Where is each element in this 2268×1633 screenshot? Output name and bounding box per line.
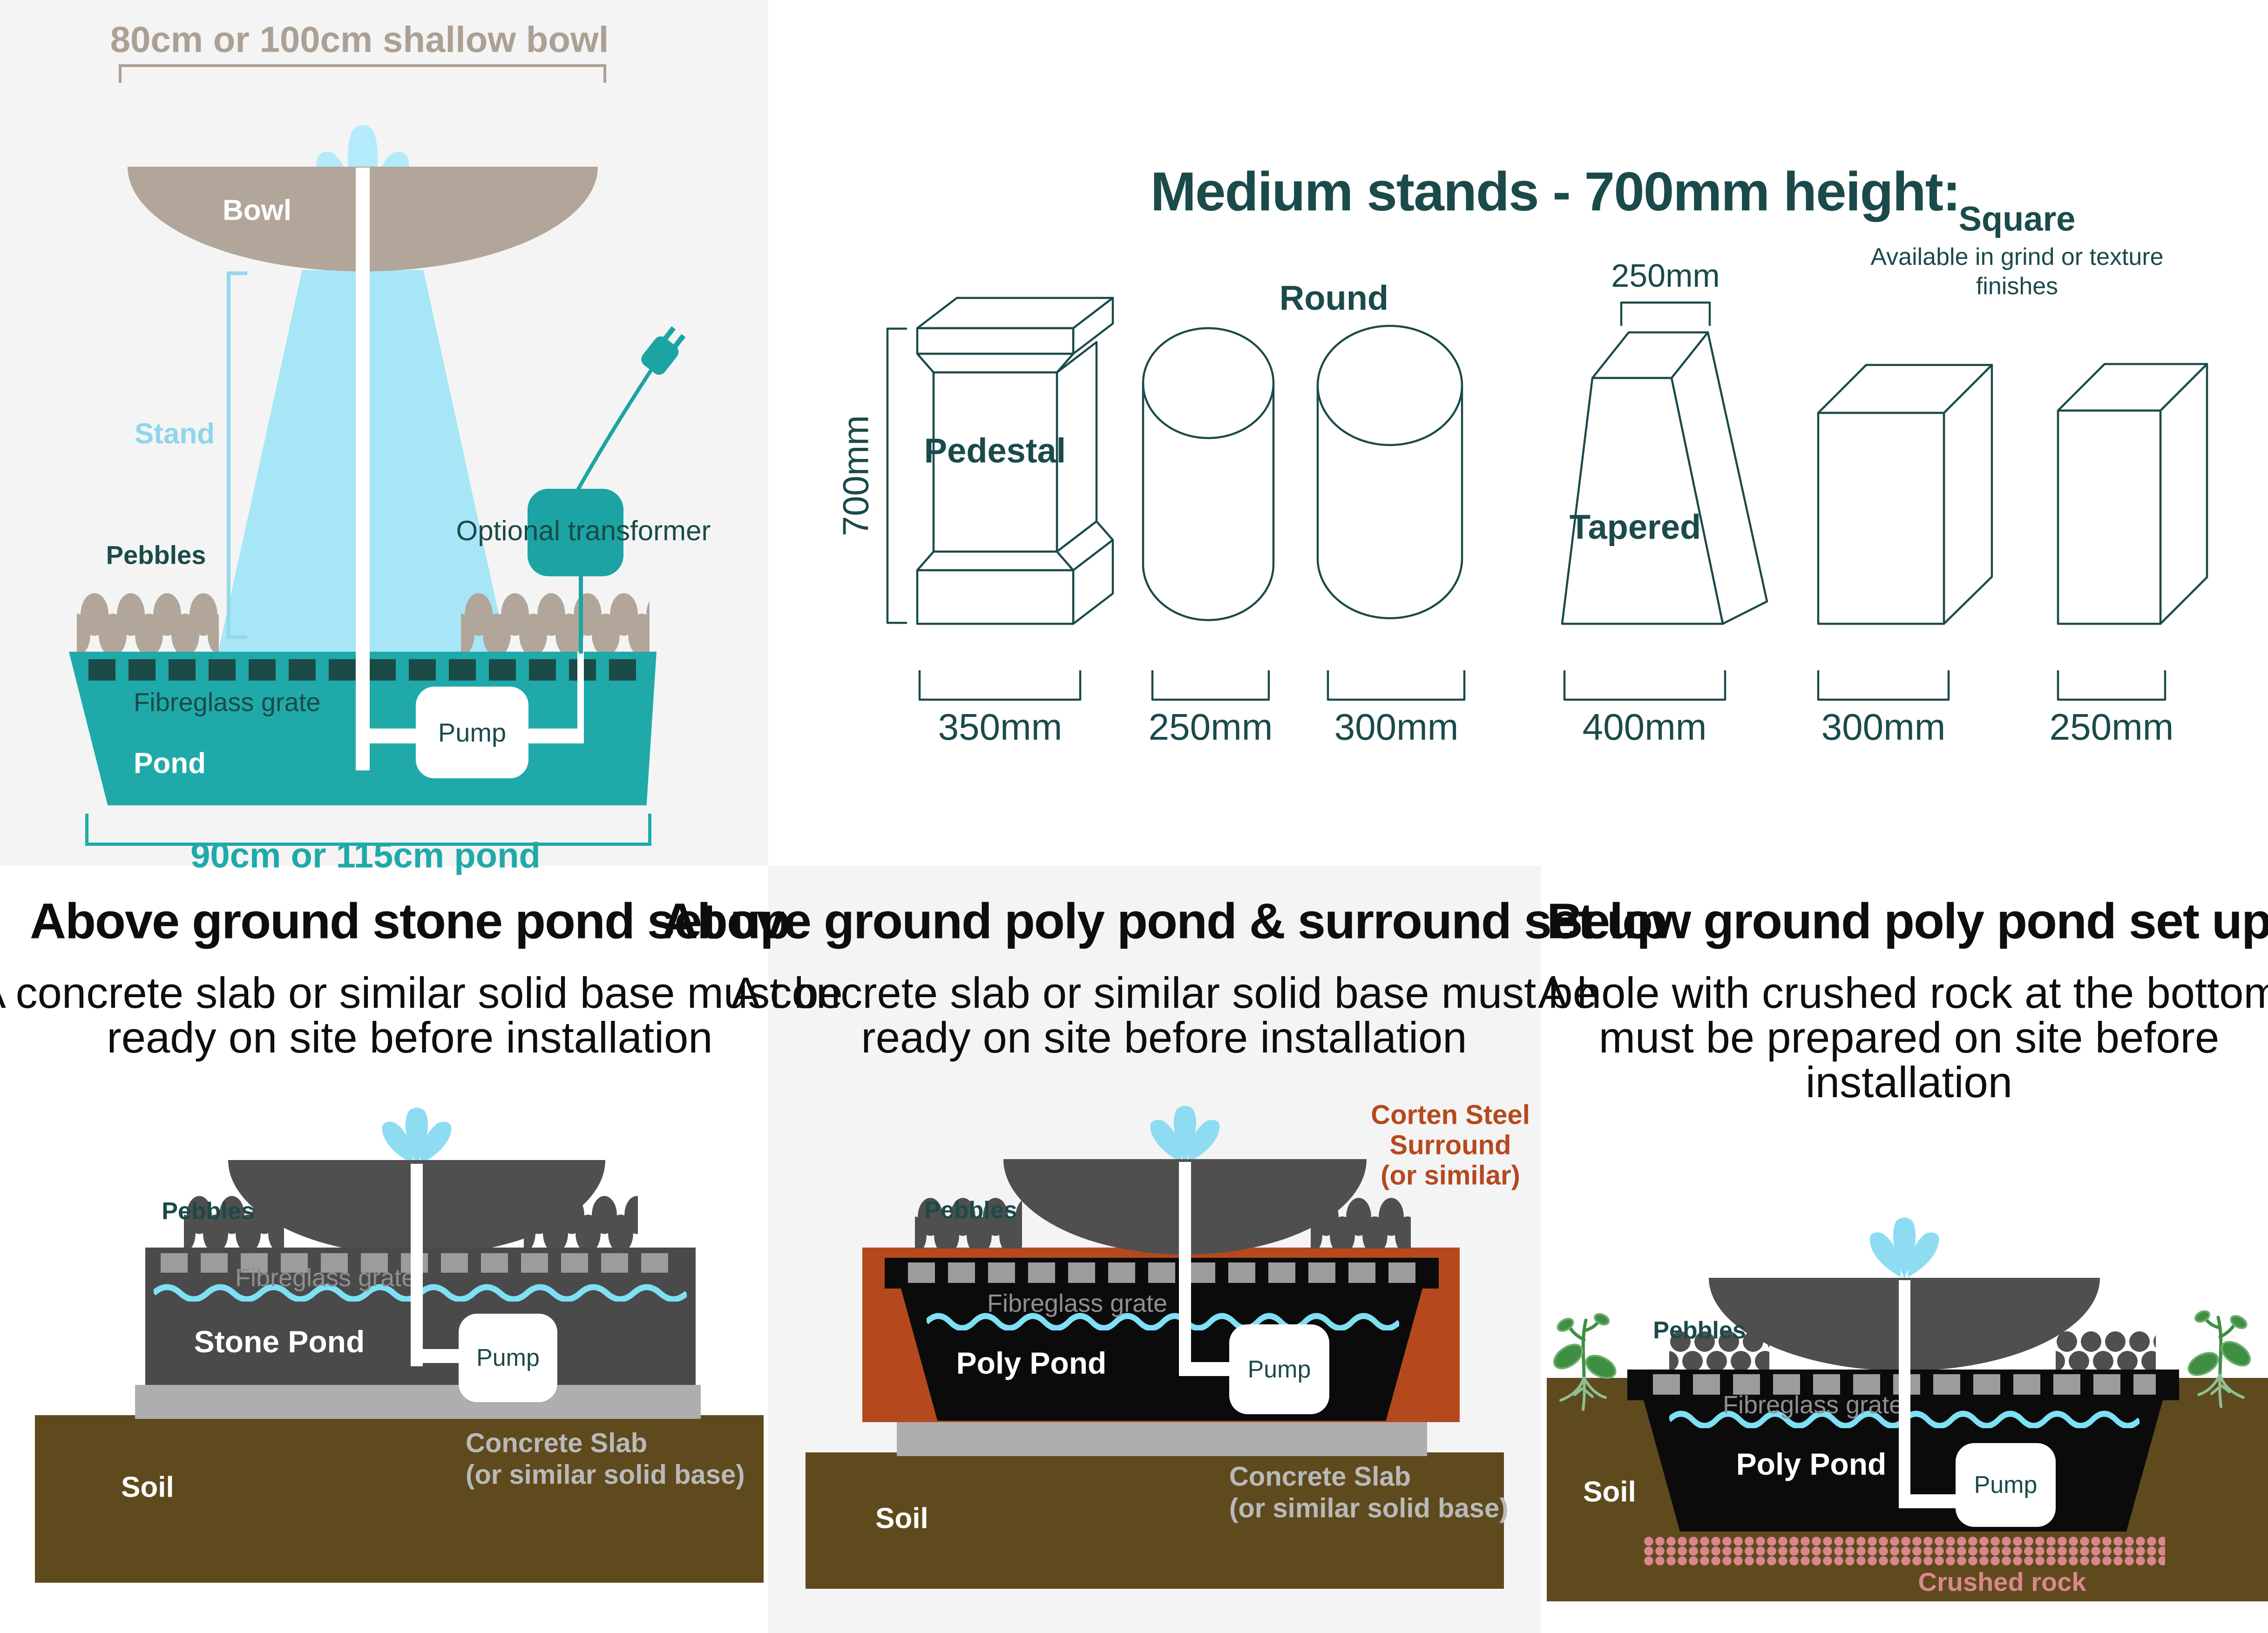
pump-label: Pump [438, 718, 507, 747]
poly-water-line [927, 1313, 1399, 1330]
bowl-width-title: 80cm or 100cm shallow bowl [110, 19, 609, 60]
transformer-label: Optional transformer [456, 515, 711, 547]
below-note-line3: installation [1805, 1058, 2013, 1107]
poly-slab-label-line2: (or similar solid base) [1229, 1493, 1509, 1524]
pedestal-width-label: 350mm [938, 706, 1063, 748]
round-width1-label: 250mm [1148, 706, 1273, 748]
plant-icon-left [1553, 1313, 1617, 1411]
stone-pond-label: Stone Pond [194, 1324, 365, 1359]
stone-concrete-slab [135, 1385, 701, 1419]
poly-pump-box: Pump [1229, 1324, 1329, 1414]
tapered-top-width-label: 250mm [1611, 257, 1720, 294]
below-pebbles-label: Pebbles [1653, 1317, 1746, 1344]
plant-icon-right [2187, 1310, 2251, 1408]
poly-surround-title: Above ground poly pond & surround set up [662, 892, 1667, 949]
poly-grate [908, 1262, 1415, 1283]
below-soil-label: Soil [1583, 1476, 1636, 1508]
stone-pump-label: Pump [476, 1344, 540, 1371]
poly-concrete-slab [897, 1422, 1427, 1456]
pump-cord-vertical [577, 652, 584, 743]
pebbles-left [77, 592, 219, 653]
poly-pebbles-left [915, 1197, 1022, 1248]
stands-title: Medium stands - 700mm height: [1150, 161, 1961, 223]
below-pump-box: Pump [1956, 1443, 2056, 1527]
stone-pebbles-label: Pebbles [162, 1198, 255, 1225]
stone-soil-label: Soil [121, 1471, 174, 1504]
pump-cord-horizontal [528, 729, 584, 743]
stands-drawing [886, 297, 2208, 701]
stone-slab-label-line2: (or similar solid base) [466, 1459, 745, 1490]
stand-bracket [227, 271, 230, 639]
poly-surround-note-line1: A concrete slab or similar solid base mu… [731, 968, 1597, 1017]
square-width1-label: 300mm [1821, 706, 1946, 748]
below-pebbles-right [2056, 1330, 2156, 1372]
round-label: Round [1279, 278, 1389, 317]
below-note-line2: must be prepared on site before [1598, 1013, 2220, 1062]
fountain-pipe [356, 168, 370, 770]
pedestal-label: Pedestal [924, 431, 1066, 470]
tapered-label: Tapered [1569, 507, 1701, 547]
pond-width-bracket [85, 814, 651, 846]
poly-splash-icon [1150, 1106, 1220, 1164]
stone-setup-title: Above ground stone pond set up [30, 892, 791, 949]
power-plug-icon [641, 326, 686, 375]
square-label: Square [1958, 199, 2076, 238]
corten-label-line1: Corten Steel [1371, 1100, 1530, 1130]
below-splash-icon [1869, 1217, 1939, 1279]
pebbles-right [461, 592, 650, 653]
stone-soil [35, 1415, 764, 1583]
stand-bracket-tick-top [227, 271, 247, 275]
below-pump-feed [1899, 1494, 1962, 1508]
pump-feed-pipe [356, 729, 421, 743]
poly-soil-label: Soil [875, 1502, 928, 1535]
corten-label-line2: Surround [1389, 1130, 1511, 1161]
stone-note-line1: A concrete slab or similar solid base mu… [0, 968, 843, 1017]
stand-height-label: 700mm [835, 415, 876, 537]
poly-pump-label: Pump [1247, 1356, 1311, 1383]
stand-bracket-tick-bottom [227, 635, 247, 639]
poly-grate-label: Fibreglass grate [987, 1289, 1168, 1317]
poly-slab-label-line1: Concrete Slab [1229, 1461, 1411, 1492]
bowl-width-bracket [119, 64, 606, 83]
below-pump-label: Pump [1974, 1471, 2038, 1498]
poly-pond-label: Poly Pond [956, 1346, 1107, 1380]
round-width2-label: 300mm [1334, 706, 1459, 748]
grate-label: Fibreglass grate [134, 687, 321, 717]
poly-pond-body [901, 1289, 1422, 1421]
stand-label: Stand [134, 418, 215, 450]
transformer-cord-lower [579, 576, 583, 654]
stone-note-line2: ready on site before installation [107, 1013, 713, 1062]
transformer-cord-upper [575, 364, 656, 492]
poly-pebbles-label: Pebbles [924, 1197, 1017, 1224]
stone-splash-icon [382, 1107, 452, 1166]
stone-pump-box: Pump [459, 1314, 557, 1402]
stone-pipe [411, 1164, 423, 1366]
below-pond-label: Poly Pond [1736, 1447, 1887, 1481]
below-grate-label: Fibreglass grate [1723, 1391, 1903, 1419]
pump-box: Pump [416, 687, 528, 778]
stone-slab-label-line1: Concrete Slab [466, 1428, 647, 1458]
below-pebbles-left [1669, 1330, 1769, 1372]
tapered-width-label: 400mm [1582, 706, 1707, 748]
transformer-box [528, 489, 623, 576]
poly-surround-note-line2: ready on site before installation [861, 1013, 1467, 1062]
crushed-rock-layer [1644, 1536, 2165, 1566]
square-note-line2: finishes [1976, 273, 2058, 300]
poly-pipe [1179, 1162, 1191, 1376]
below-pipe [1899, 1280, 1910, 1508]
poly-pump-feed [1179, 1362, 1235, 1376]
pond-width-title: 90cm or 115cm pond [190, 836, 541, 876]
bowl-label: Bowl [222, 194, 292, 227]
stone-grate-label: Fibreglass grate [235, 1264, 416, 1292]
poly-soil [806, 1452, 1504, 1589]
below-note-line1: A hole with crushed rock at the bottom [1538, 968, 2268, 1017]
below-title: Below ground poly pond set up [1547, 892, 2268, 949]
pond-label: Pond [134, 747, 206, 780]
corten-label-line3: (or similar) [1381, 1160, 1520, 1191]
crushed-rock-label: Crushed rock [1918, 1567, 2086, 1597]
pebbles-label: Pebbles [106, 540, 206, 570]
square-note-line1: Available in grind or texture [1870, 243, 2164, 270]
square-width2-label: 250mm [2049, 706, 2174, 748]
stone-pump-feed [411, 1349, 467, 1363]
